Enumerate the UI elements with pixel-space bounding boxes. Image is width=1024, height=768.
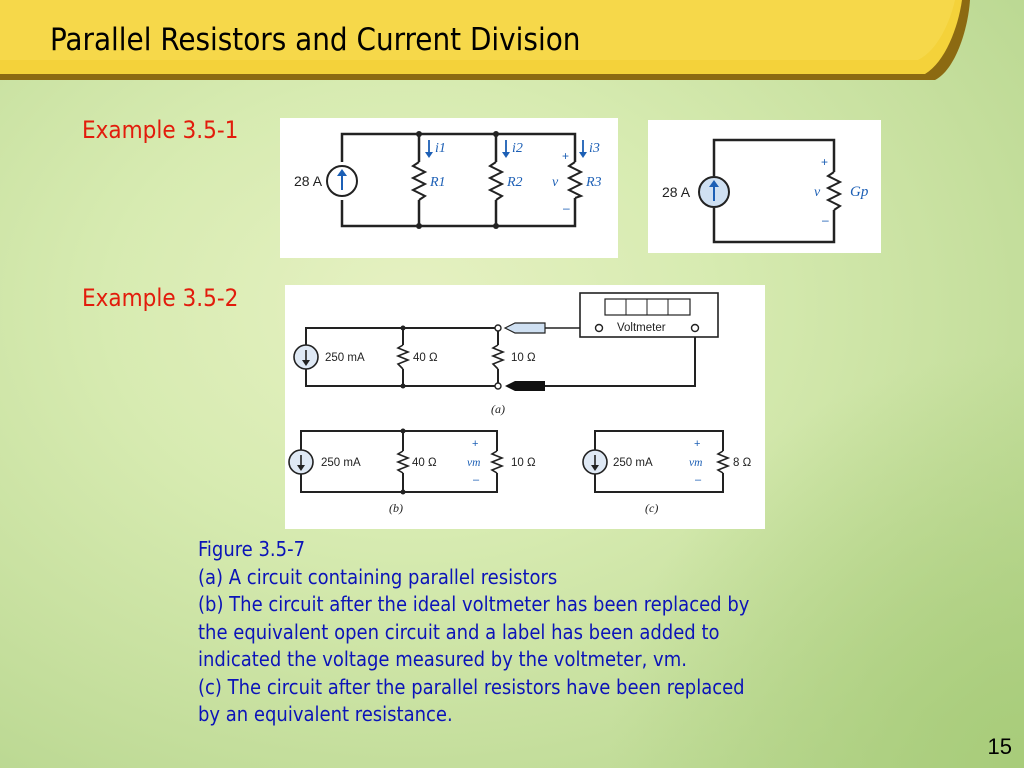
fig-b-r1-label: 40 Ω <box>412 457 437 469</box>
current-i3-label: i3 <box>589 141 600 156</box>
caption-line: by an equivalent resistance. <box>198 702 453 726</box>
fig-b-source-label: 250 mA <box>321 457 361 469</box>
resistor-r1-label: R1 <box>429 175 446 190</box>
caption-line: indicated the voltage measured by the vo… <box>198 647 687 671</box>
slide-title: Parallel Resistors and Current Division <box>50 22 581 58</box>
resistor-r3-label: R3 <box>585 175 602 190</box>
circuit-a-diagram: 28 A i1 i2 i3 R1 R2 R3 v + – <box>294 131 602 229</box>
minus-sign: – <box>563 201 570 215</box>
page-number: 15 <box>987 734 1012 759</box>
fig-b-vm-label: vm <box>467 457 480 469</box>
caption-line: (c) The circuit after the parallel resis… <box>198 674 745 699</box>
conductance-gp-label: Gp <box>850 184 869 200</box>
current-i2-label: i2 <box>512 141 523 156</box>
caption-line: (a) A circuit containing parallel resist… <box>198 564 558 589</box>
fig-b-r2-label: 10 Ω <box>511 457 536 469</box>
circuit-a-source-label: 28 A <box>294 173 323 189</box>
fig-c-plus: + <box>694 438 700 450</box>
fig-c-r-label: 8 Ω <box>733 457 752 469</box>
example-1-circuit-b: 28 A v Gp + – <box>648 120 881 253</box>
fig-c-source-label: 250 mA <box>613 457 653 469</box>
voltage-v-label: v <box>814 185 821 200</box>
title-banner <box>0 0 970 80</box>
circuit-b-diagram: 28 A v Gp + – <box>662 138 869 244</box>
example-3-5-2-label: Example 3.5-2 <box>82 284 239 312</box>
minus-sign: – <box>822 213 829 227</box>
fig-a-r2-label: 10 Ω <box>511 352 536 364</box>
example-1-circuit-a: 28 A i1 i2 i3 R1 R2 R3 v + – <box>280 118 618 258</box>
fig-b-minus: – <box>473 474 480 486</box>
fig-a-source-label: 250 mA <box>325 352 365 364</box>
caption-line: the equivalent open circuit and a label … <box>198 619 720 644</box>
fig-a-tag: (a) <box>491 402 505 416</box>
fig-c-minus: – <box>695 474 702 486</box>
fig-c-tag: (c) <box>645 501 658 515</box>
figure-caption: Figure 3.5-7 (a) A circuit containing pa… <box>198 536 898 729</box>
voltmeter-label: Voltmeter <box>617 322 666 334</box>
figure-3-5-7-diagram: 250 mA 40 Ω 10 Ω Voltmeter (a) 250 mA 40… <box>288 292 752 515</box>
resistor-r2-label: R2 <box>506 175 523 190</box>
example-3-5-1-label: Example 3.5-1 <box>82 116 239 144</box>
fig-c-vm-label: vm <box>689 457 702 469</box>
plus-sign: + <box>562 149 569 163</box>
caption-line: (b) The circuit after the ideal voltmete… <box>198 592 750 616</box>
circuit-b-source-label: 28 A <box>662 184 691 200</box>
caption-line: Figure 3.5-7 <box>198 537 306 561</box>
fig-b-plus: + <box>472 438 478 450</box>
current-i1-label: i1 <box>435 141 446 156</box>
fig-b-tag: (b) <box>389 501 403 515</box>
example-2-figure: 250 mA 40 Ω 10 Ω Voltmeter (a) 250 mA 40… <box>285 285 765 529</box>
voltage-v-label: v <box>552 175 559 190</box>
fig-a-r1-label: 40 Ω <box>413 352 438 364</box>
plus-sign: + <box>821 155 828 169</box>
